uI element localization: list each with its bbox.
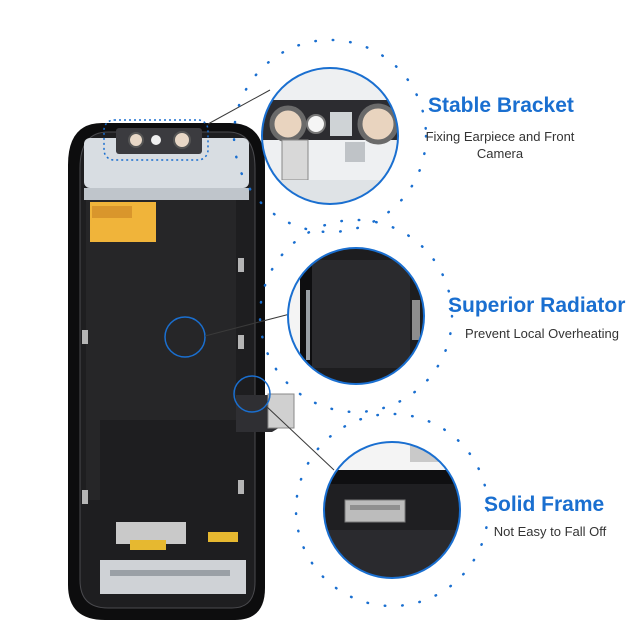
radiator-dot-ring — [258, 218, 454, 414]
bracket-zoom-image — [262, 68, 398, 204]
bracket-zoom-frame — [261, 67, 399, 205]
radiator-zoom-frame — [287, 247, 425, 385]
feature-desc-bracket: Fixing Earpiece and Front Camera — [425, 129, 575, 161]
feature-title-bracket: Stable Bracket — [428, 94, 574, 117]
connector-lines — [204, 89, 335, 471]
feature-title-frame: Solid Frame — [484, 493, 605, 516]
bracket-dot-ring — [232, 38, 428, 234]
radiator-zoom-image — [288, 248, 424, 384]
frame-zoom-frame — [323, 441, 461, 579]
feature-title-radiator: Superior Radiator — [448, 294, 626, 317]
phone-panel — [68, 123, 295, 620]
frame-dot-ring — [294, 412, 490, 608]
frame-highlight — [233, 375, 271, 413]
feature-desc-frame: Not Easy to Fall Off — [493, 524, 607, 539]
bracket-highlight — [103, 119, 209, 161]
radiator-highlight — [164, 316, 206, 358]
feature-desc-radiator: Prevent Local Overheating — [465, 326, 619, 341]
